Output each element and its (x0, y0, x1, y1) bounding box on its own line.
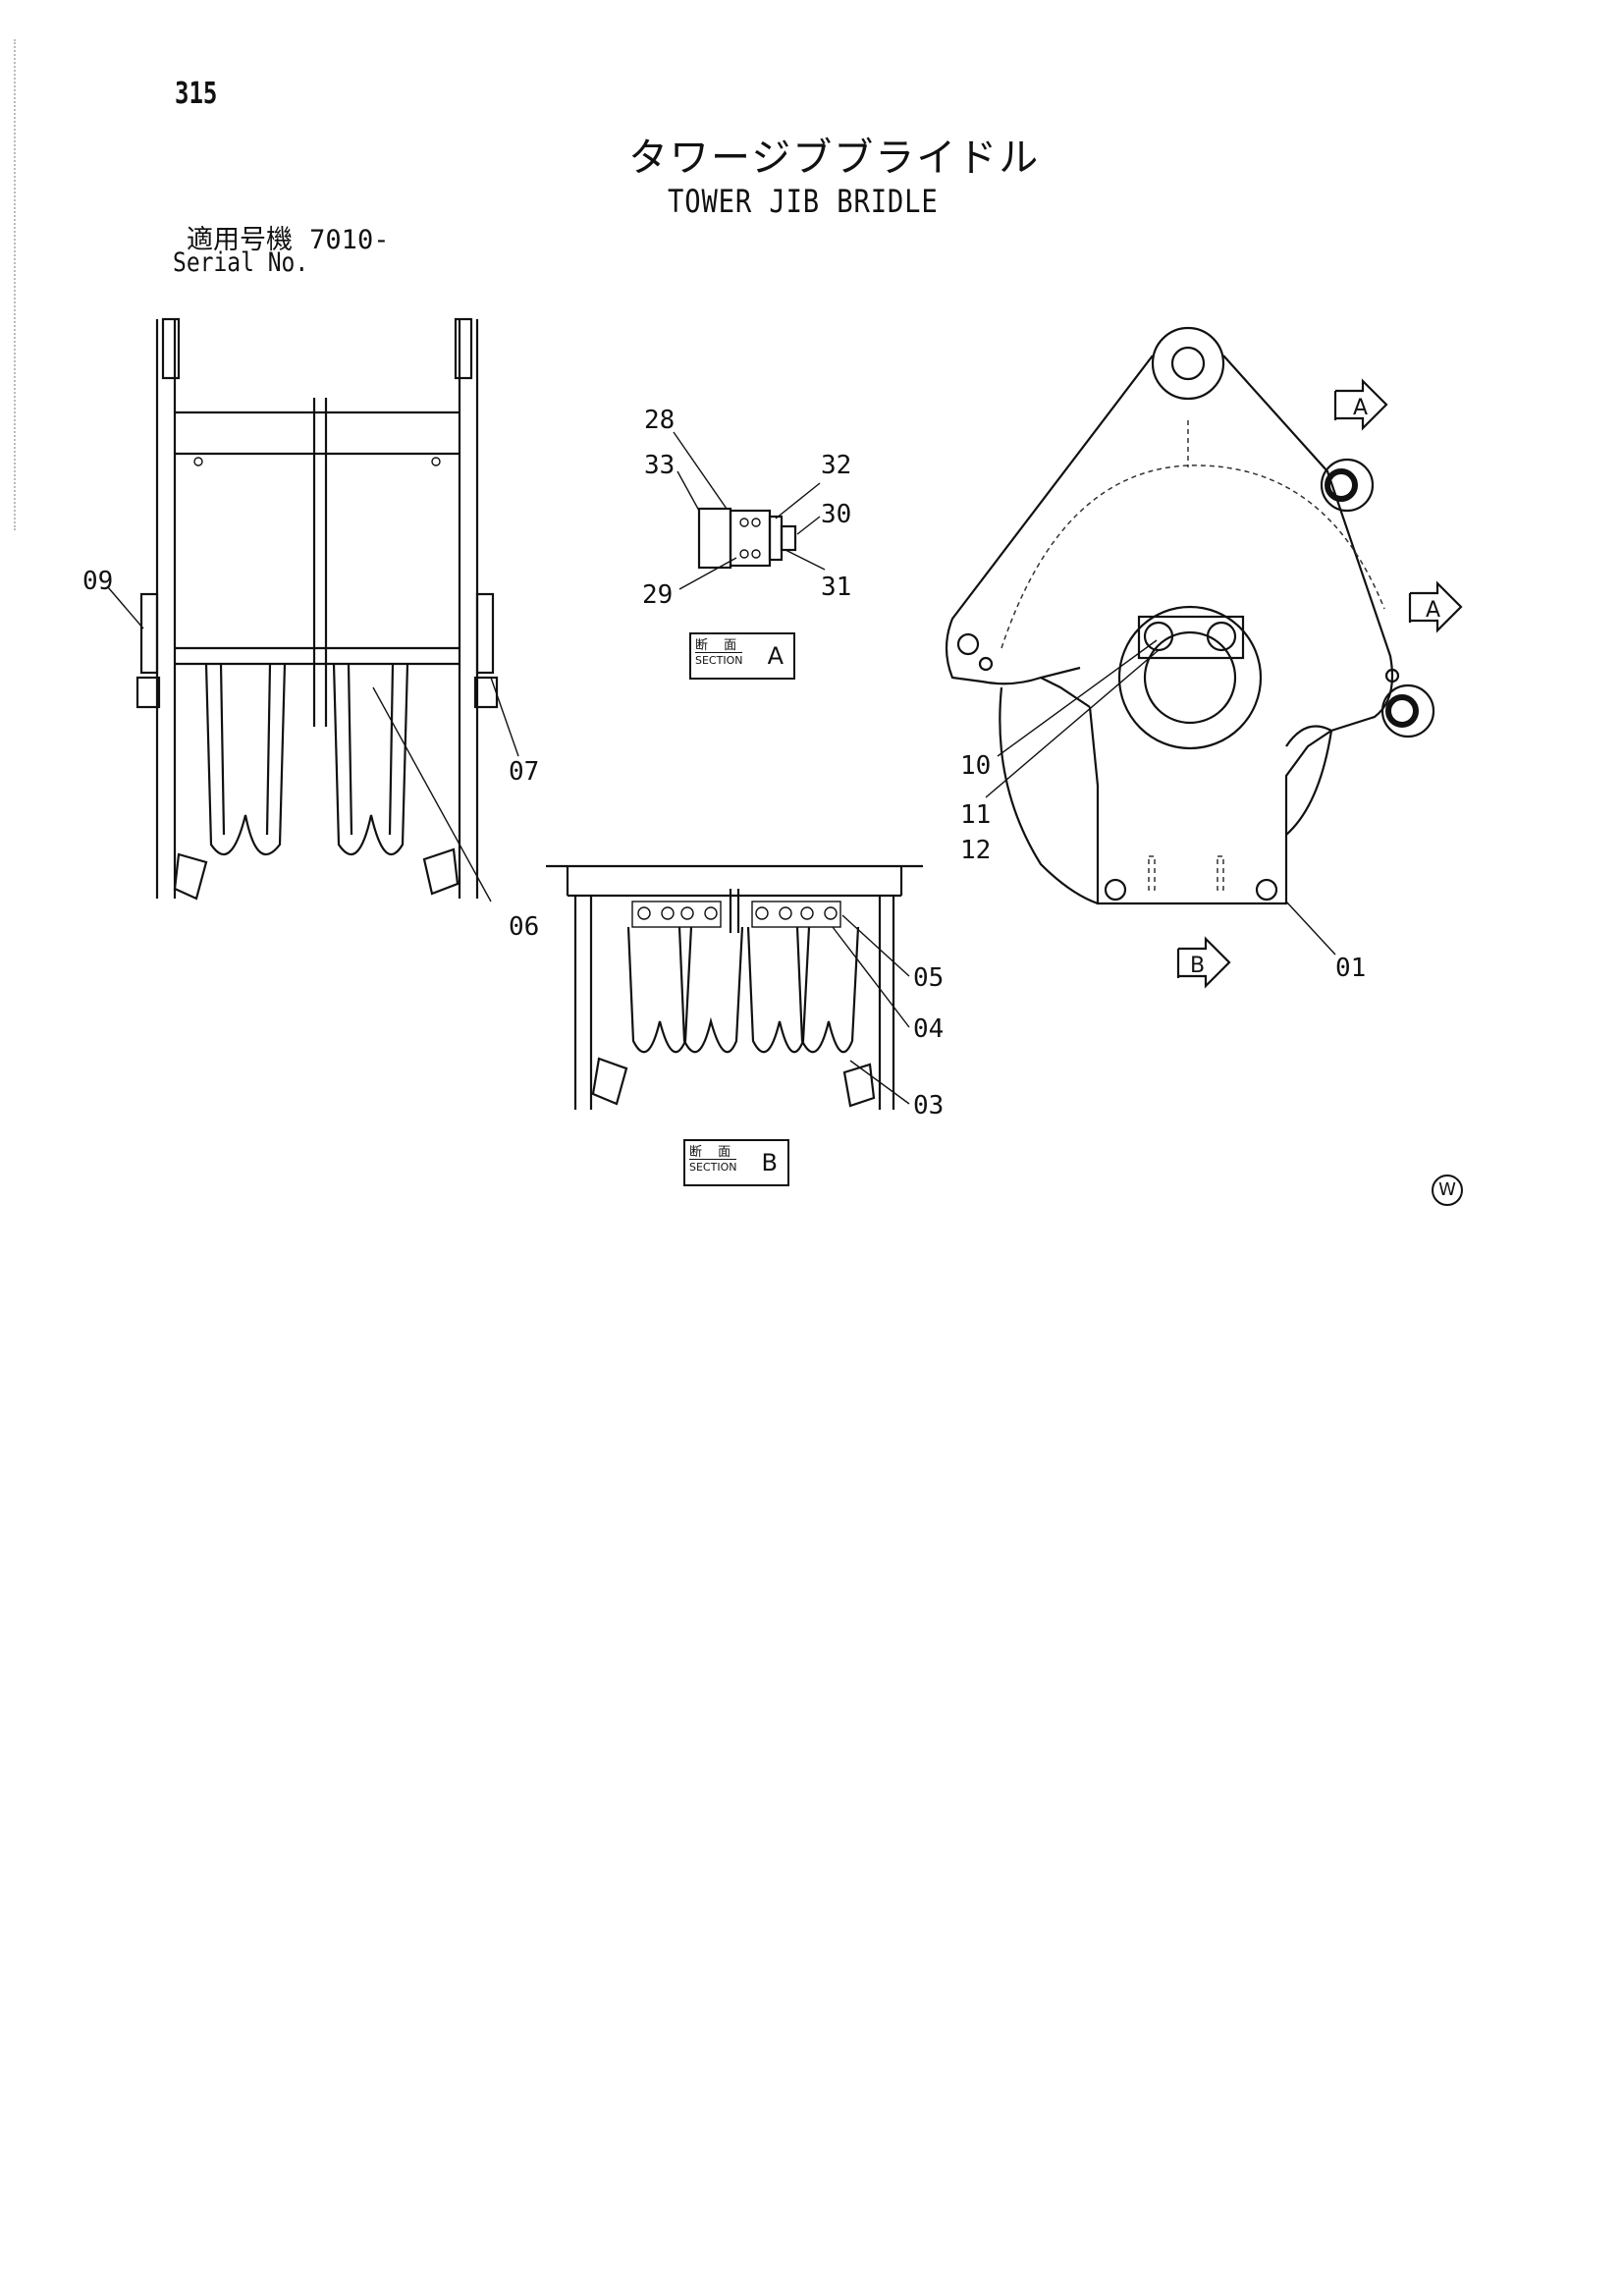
circled-w-logo: W (1432, 1175, 1463, 1206)
callout-07: 07 (509, 757, 539, 787)
callout-05: 05 (913, 963, 944, 993)
serial-label-jp-text: 適用号機 (187, 225, 293, 255)
side-view-bridle (945, 326, 1435, 956)
front-view-assembly (135, 317, 499, 901)
section-a-label-jp: 断 面 (695, 638, 743, 653)
section-b-view (546, 864, 923, 1110)
callout-33: 33 (644, 451, 675, 480)
section-b-label-jp: 断 面 (689, 1145, 737, 1160)
view-marker-b: B (1176, 936, 1231, 989)
serial-value: 7010- (309, 225, 390, 255)
section-a-label: 断 面 SECTION A (689, 632, 795, 680)
serial-label-japanese: 適用号機 7010- (187, 218, 389, 256)
margin-punch-marks (14, 39, 20, 530)
section-a-detail (673, 431, 826, 590)
callout-11: 11 (960, 800, 991, 830)
callout-12: 12 (960, 836, 991, 865)
callout-04: 04 (913, 1014, 944, 1044)
section-a-label-en: SECTION (695, 652, 743, 667)
callout-29: 29 (642, 580, 673, 610)
callout-09: 09 (82, 567, 113, 596)
title-english: TOWER JIB BRIDLE (668, 183, 939, 220)
section-a-letter: A (767, 642, 784, 670)
section-b-label: 断 面 SECTION B (683, 1139, 789, 1186)
callout-03: 03 (913, 1091, 944, 1121)
callout-01: 01 (1335, 954, 1366, 983)
right-pin-plate (475, 592, 495, 675)
title-japanese: タワージブブライドル (628, 136, 1041, 181)
callout-10: 10 (960, 751, 991, 781)
left-pin-plate (139, 592, 159, 675)
serial-label-english: Serial No. (173, 247, 309, 278)
callout-32: 32 (821, 451, 851, 480)
view-marker-a-side: A (1408, 580, 1463, 633)
section-b-label-en: SECTION (689, 1159, 737, 1174)
view-marker-a-top: A (1333, 378, 1388, 431)
left-top-lug (161, 317, 181, 380)
callout-06: 06 (509, 912, 539, 942)
svg-text:B: B (1190, 954, 1205, 978)
right-top-lug (454, 317, 473, 380)
front-view-leaders (107, 586, 519, 902)
callout-28: 28 (644, 406, 675, 435)
callout-31: 31 (821, 573, 851, 602)
page-number: 315 (175, 77, 218, 111)
section-b-letter: B (761, 1149, 778, 1176)
section-b-bearings (631, 901, 841, 928)
callout-30: 30 (821, 500, 851, 529)
svg-text:A: A (1353, 396, 1368, 420)
svg-text:A: A (1426, 598, 1440, 623)
